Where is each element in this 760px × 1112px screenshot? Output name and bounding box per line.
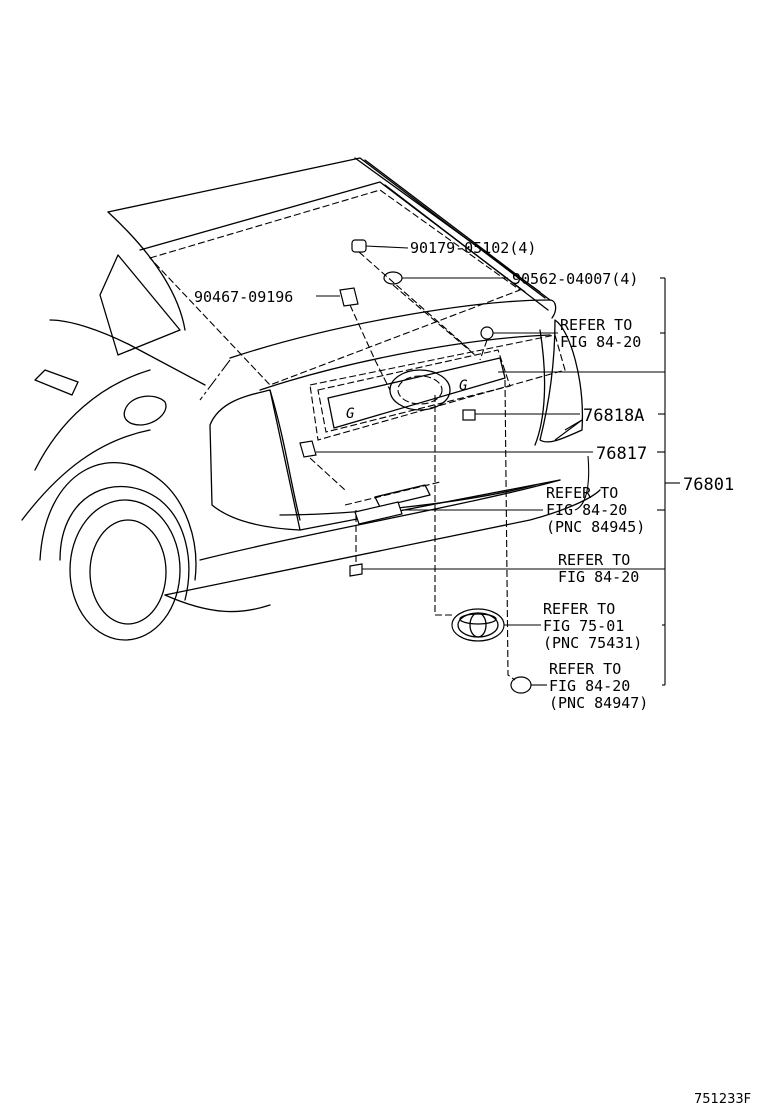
- figure-code: 751233F: [694, 1092, 751, 1107]
- part-screw-upper: [480, 326, 494, 340]
- refer-2-line-3: (PNC 84945): [546, 518, 645, 536]
- refer-1-line-2: FIG 84-20: [560, 333, 641, 351]
- refer-5-line-3: (PNC 84947): [549, 694, 648, 712]
- refer-4-line-1: REFER TO: [543, 600, 615, 618]
- refer-1-line-1: REFER TO: [560, 316, 632, 334]
- part-emblem-75431: [451, 608, 505, 642]
- refer-5-line-1: REFER TO: [549, 660, 621, 678]
- svg-text:G: G: [459, 378, 468, 394]
- refer-3-line-1: REFER TO: [558, 551, 630, 569]
- part-76818A: [462, 409, 476, 421]
- leader-lines: [316, 245, 680, 686]
- label-76817: 76817: [596, 444, 647, 464]
- back-door-garnish: G G: [309, 334, 566, 508]
- svg-text:G: G: [346, 406, 355, 422]
- part-clip-76817: [299, 440, 317, 458]
- part-labels: 90179-05102(4) 90562-04007(4) 90467-0919…: [194, 239, 734, 495]
- label-76801: 76801: [683, 475, 734, 495]
- refer-5-line-2: FIG 84-20: [549, 677, 630, 695]
- part-clip-90467: [339, 287, 359, 307]
- refer-2-line-1: REFER TO: [546, 484, 618, 502]
- part-lamp-84945: [354, 501, 403, 525]
- label-90179: 90179-05102(4): [410, 239, 536, 257]
- refer-4-line-2: FIG 75-01: [543, 617, 624, 635]
- refer-notes: REFER TO FIG 84-20 REFER TO FIG 84-20 (P…: [543, 316, 648, 712]
- refer-2-line-2: FIG 84-20: [546, 501, 627, 519]
- label-90467: 90467-09196: [194, 288, 293, 306]
- assembly-lines: [199, 251, 516, 681]
- part-nut-90179: [351, 239, 367, 253]
- label-90562: 90562-04007(4): [512, 270, 638, 288]
- part-screw-lower: [349, 563, 363, 577]
- label-76818A: 76818A: [583, 406, 644, 426]
- car-body-outline: [21, 157, 601, 641]
- refer-4-line-3: (PNC 75431): [543, 634, 642, 652]
- refer-3-line-2: FIG 84-20: [558, 568, 639, 586]
